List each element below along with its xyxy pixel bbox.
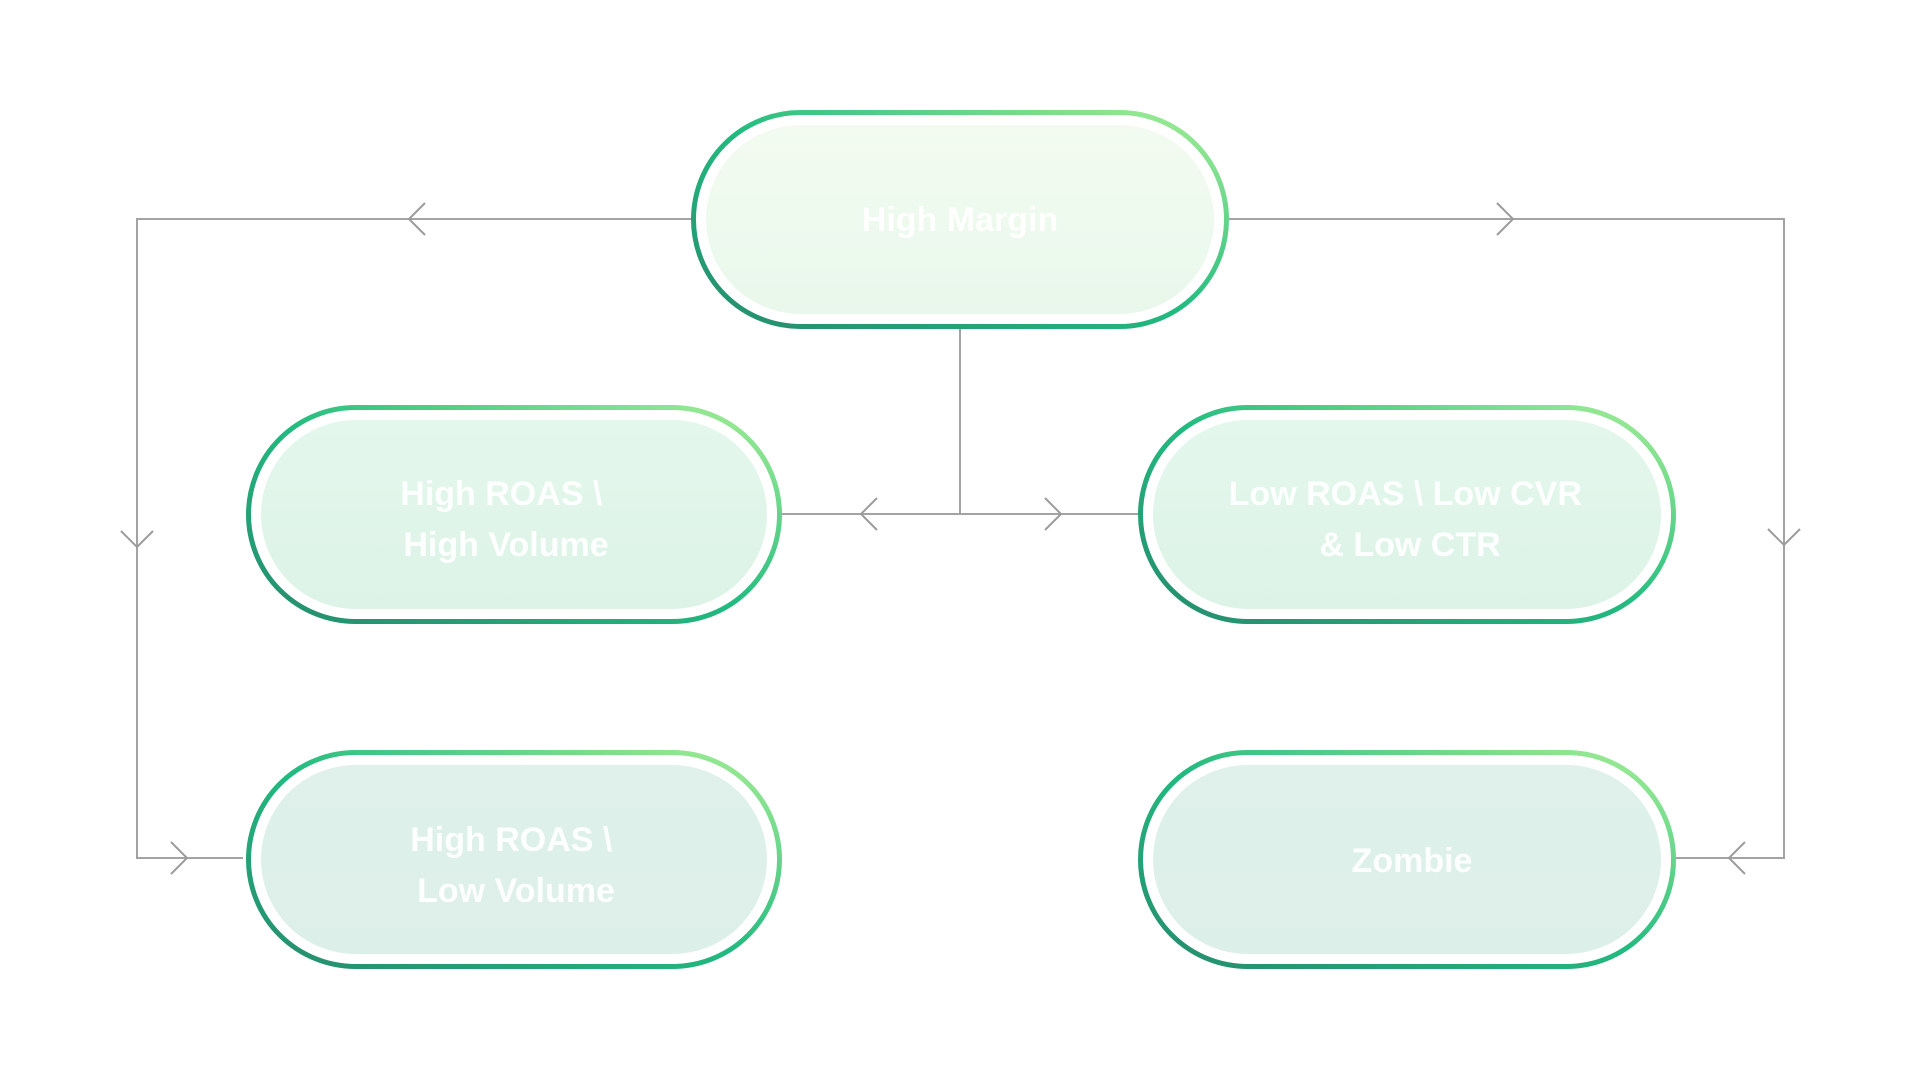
node-label: Low ROAS \ Low CVR & Low CTR bbox=[1229, 475, 1592, 564]
arrowheads bbox=[120, 202, 1801, 875]
node-label-line: High Volume bbox=[403, 526, 608, 564]
arrow-left-icon bbox=[859, 497, 878, 531]
arrow-right-icon bbox=[1496, 202, 1515, 236]
node-label: High Margin bbox=[862, 201, 1058, 239]
node-high-roas-high-volume[interactable]: High ROAS \ High Volume bbox=[246, 405, 782, 624]
arrow-down-icon bbox=[1767, 528, 1801, 547]
node-zombie[interactable]: Zombie bbox=[1138, 750, 1676, 969]
arrow-down-icon bbox=[120, 530, 154, 549]
arrow-left-icon bbox=[1727, 841, 1746, 875]
node-label-line: Zombie bbox=[1352, 842, 1473, 880]
node-high-roas-low-volume[interactable]: High ROAS \ Low Volume bbox=[246, 750, 782, 969]
node-low-roas-low-cvr-low-ctr[interactable]: Low ROAS \ Low CVR & Low CTR bbox=[1138, 405, 1676, 624]
node-label: High ROAS \ Low Volume bbox=[410, 821, 622, 910]
node-label-line: Low Volume bbox=[417, 872, 615, 910]
edge-high-margin-to-high-roas-low-volume bbox=[136, 218, 691, 859]
arrow-right-icon bbox=[170, 841, 189, 875]
node-high-margin[interactable]: High Margin bbox=[691, 110, 1229, 329]
arrow-right-icon bbox=[1044, 497, 1063, 531]
node-label-line: High Margin bbox=[862, 201, 1058, 239]
node-label: High ROAS \ High Volume bbox=[400, 475, 612, 564]
node-label-line: High ROAS \ bbox=[400, 475, 603, 513]
node-label-line: Low ROAS \ Low CVR bbox=[1229, 475, 1582, 513]
arrow-left-icon bbox=[407, 202, 426, 236]
node-label-line: & Low CTR bbox=[1319, 526, 1500, 564]
node-label: Zombie bbox=[1352, 842, 1473, 880]
node-label-line: High ROAS \ bbox=[410, 821, 613, 859]
